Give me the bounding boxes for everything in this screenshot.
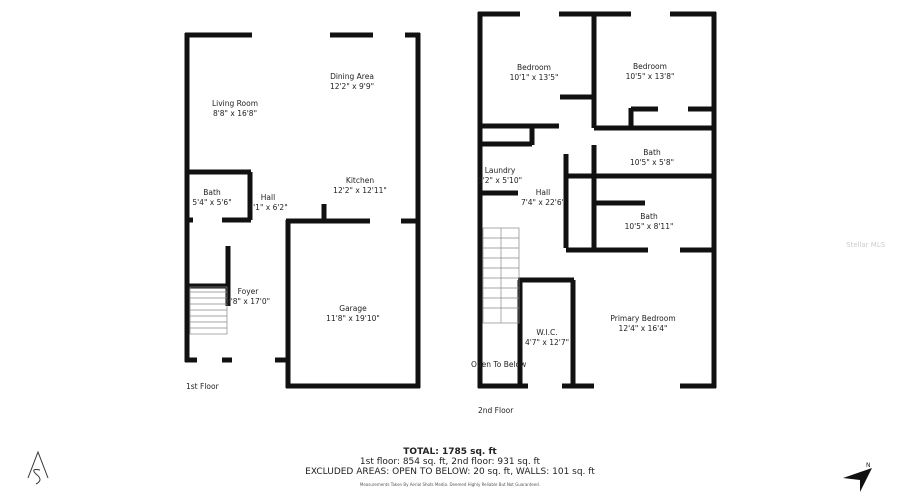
watermark: Stellar MLS [846,241,886,249]
disclaimer: Measurements Taken By Aerial Shots Media… [359,482,541,487]
floor1-stairs [189,286,228,335]
floor1-walls [184,32,421,389]
room-wic: W.I.C.4'7" x 12'7" [524,328,570,347]
floor-areas: 1st floor: 854 sq. ft, 2nd floor: 931 sq… [359,457,541,467]
excluded-areas: EXCLUDED AREAS: OPEN TO BELOW: 20 sq. ft… [305,467,595,477]
floor2-walls [477,11,717,389]
floor2-stairs [482,227,520,324]
compass-label: N [866,462,871,469]
floor1-label: 1st Floor [186,382,219,391]
total-area: TOTAL: 1785 sq. ft [403,447,497,457]
north-arrow-icon [843,468,872,492]
open-to-below-label: Open To Below [471,360,527,369]
asm-logo [27,450,49,485]
floor2-label: 2nd Floor [478,406,514,415]
